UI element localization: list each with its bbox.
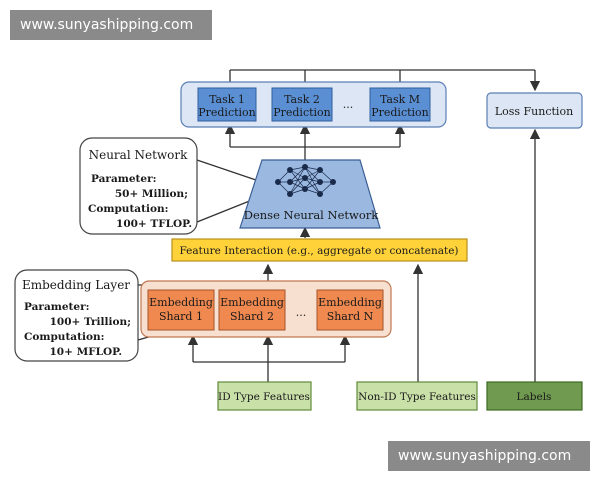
labels-box: Labels: [486, 381, 583, 411]
task-2-line1: Task 2: [284, 93, 320, 106]
nn-comp-label: Computation:: [88, 203, 168, 215]
task-box-1: Task 1 Prediction: [197, 87, 257, 122]
emb-comp-label: Computation:: [24, 331, 104, 343]
feature-interaction-label: Feature Interaction (e.g., aggregate or …: [179, 245, 458, 257]
task-1-line2: Prediction: [198, 106, 256, 119]
nn-param-value: 50+ Million;: [115, 188, 188, 200]
task-1-line1: Task 1: [209, 93, 245, 106]
task-m-line1: Task M: [380, 93, 420, 106]
shard-box-n: Embedding Shard N: [316, 289, 384, 331]
embedding-layer-title: Embedding Layer: [22, 278, 130, 292]
emb-param-label: Parameter:: [24, 301, 89, 313]
dense-neural-network: Dense Neural Network: [239, 159, 381, 229]
shard-n-line1: Embedding: [318, 296, 382, 309]
task-ellipsis: ...: [343, 98, 354, 111]
feature-interaction-box: Feature Interaction (e.g., aggregate or …: [171, 238, 468, 262]
loss-function-label: Loss Function: [495, 105, 573, 118]
dense-network-label: Dense Neural Network: [244, 208, 380, 222]
shard-1-line2: Shard 1: [159, 310, 203, 323]
task-m-line2: Prediction: [371, 106, 429, 119]
neural-network-title: Neural Network: [89, 148, 189, 162]
shard-1-line1: Embedding: [149, 296, 213, 309]
labels-label: Labels: [517, 391, 552, 403]
task-box-m: Task M Prediction: [369, 87, 431, 122]
non-id-type-features-box: Non-ID Type Features: [356, 381, 478, 411]
nn-comp-value: 100+ TFLOP.: [116, 218, 192, 230]
non-id-type-features-label: Non-ID Type Features: [358, 391, 476, 403]
nn-param-label: Parameter:: [91, 173, 156, 185]
watermark-top: www.sunyashipping.com: [10, 10, 212, 40]
shard-2-line1: Embedding: [220, 296, 284, 309]
task-box-2: Task 2 Prediction: [271, 87, 333, 122]
shard-box-2: Embedding Shard 2: [218, 289, 286, 331]
shard-n-line2: Shard N: [327, 310, 374, 323]
id-type-features-label: ID Type Features: [218, 391, 310, 403]
neural-network-callout: Neural Network Parameter: 50+ Million; C…: [79, 137, 198, 235]
task-2-line2: Prediction: [273, 106, 331, 119]
shard-2-line2: Shard 2: [230, 310, 274, 323]
id-type-features-box: ID Type Features: [217, 381, 312, 411]
emb-comp-value: 10+ MFLOP.: [50, 346, 123, 358]
watermark-bottom: www.sunyashipping.com: [388, 441, 590, 471]
loss-function-box: Loss Function: [486, 92, 583, 129]
shard-ellipsis: ...: [296, 306, 307, 319]
embedding-layer-callout: Embedding Layer Parameter: 100+ Trillion…: [14, 269, 139, 362]
shard-box-1: Embedding Shard 1: [147, 289, 215, 331]
emb-param-value: 100+ Trillion;: [50, 316, 131, 328]
